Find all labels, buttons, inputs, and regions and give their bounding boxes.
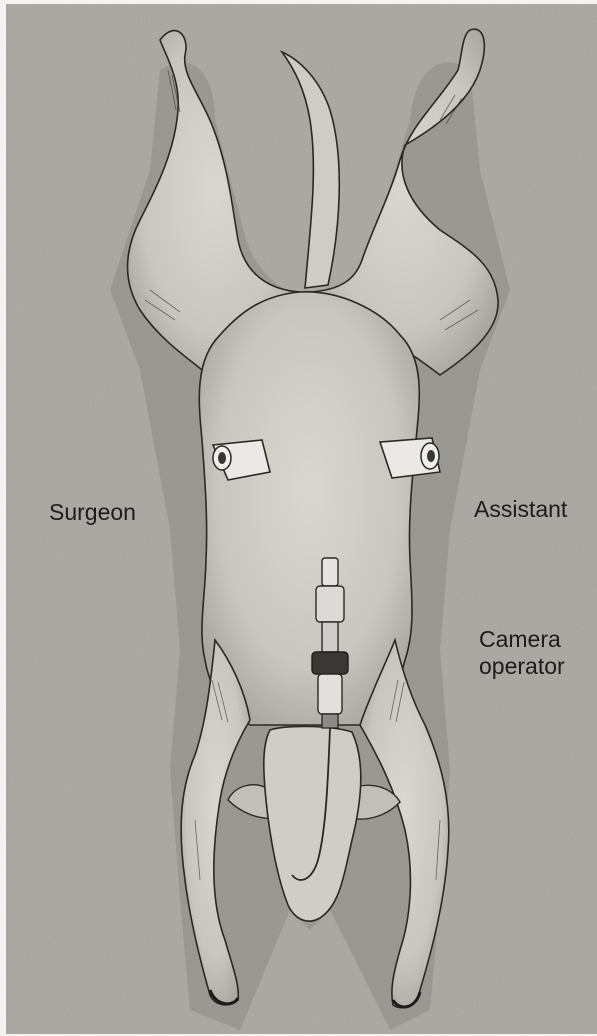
camera-operator-label-line1: Camera — [479, 626, 565, 653]
assistant-label: Assistant — [474, 496, 567, 523]
surgeon-label: Surgeon — [49, 499, 136, 526]
camera-operator-label-line2: operator — [479, 653, 565, 680]
camera-operator-label: Camera operator — [479, 626, 565, 680]
